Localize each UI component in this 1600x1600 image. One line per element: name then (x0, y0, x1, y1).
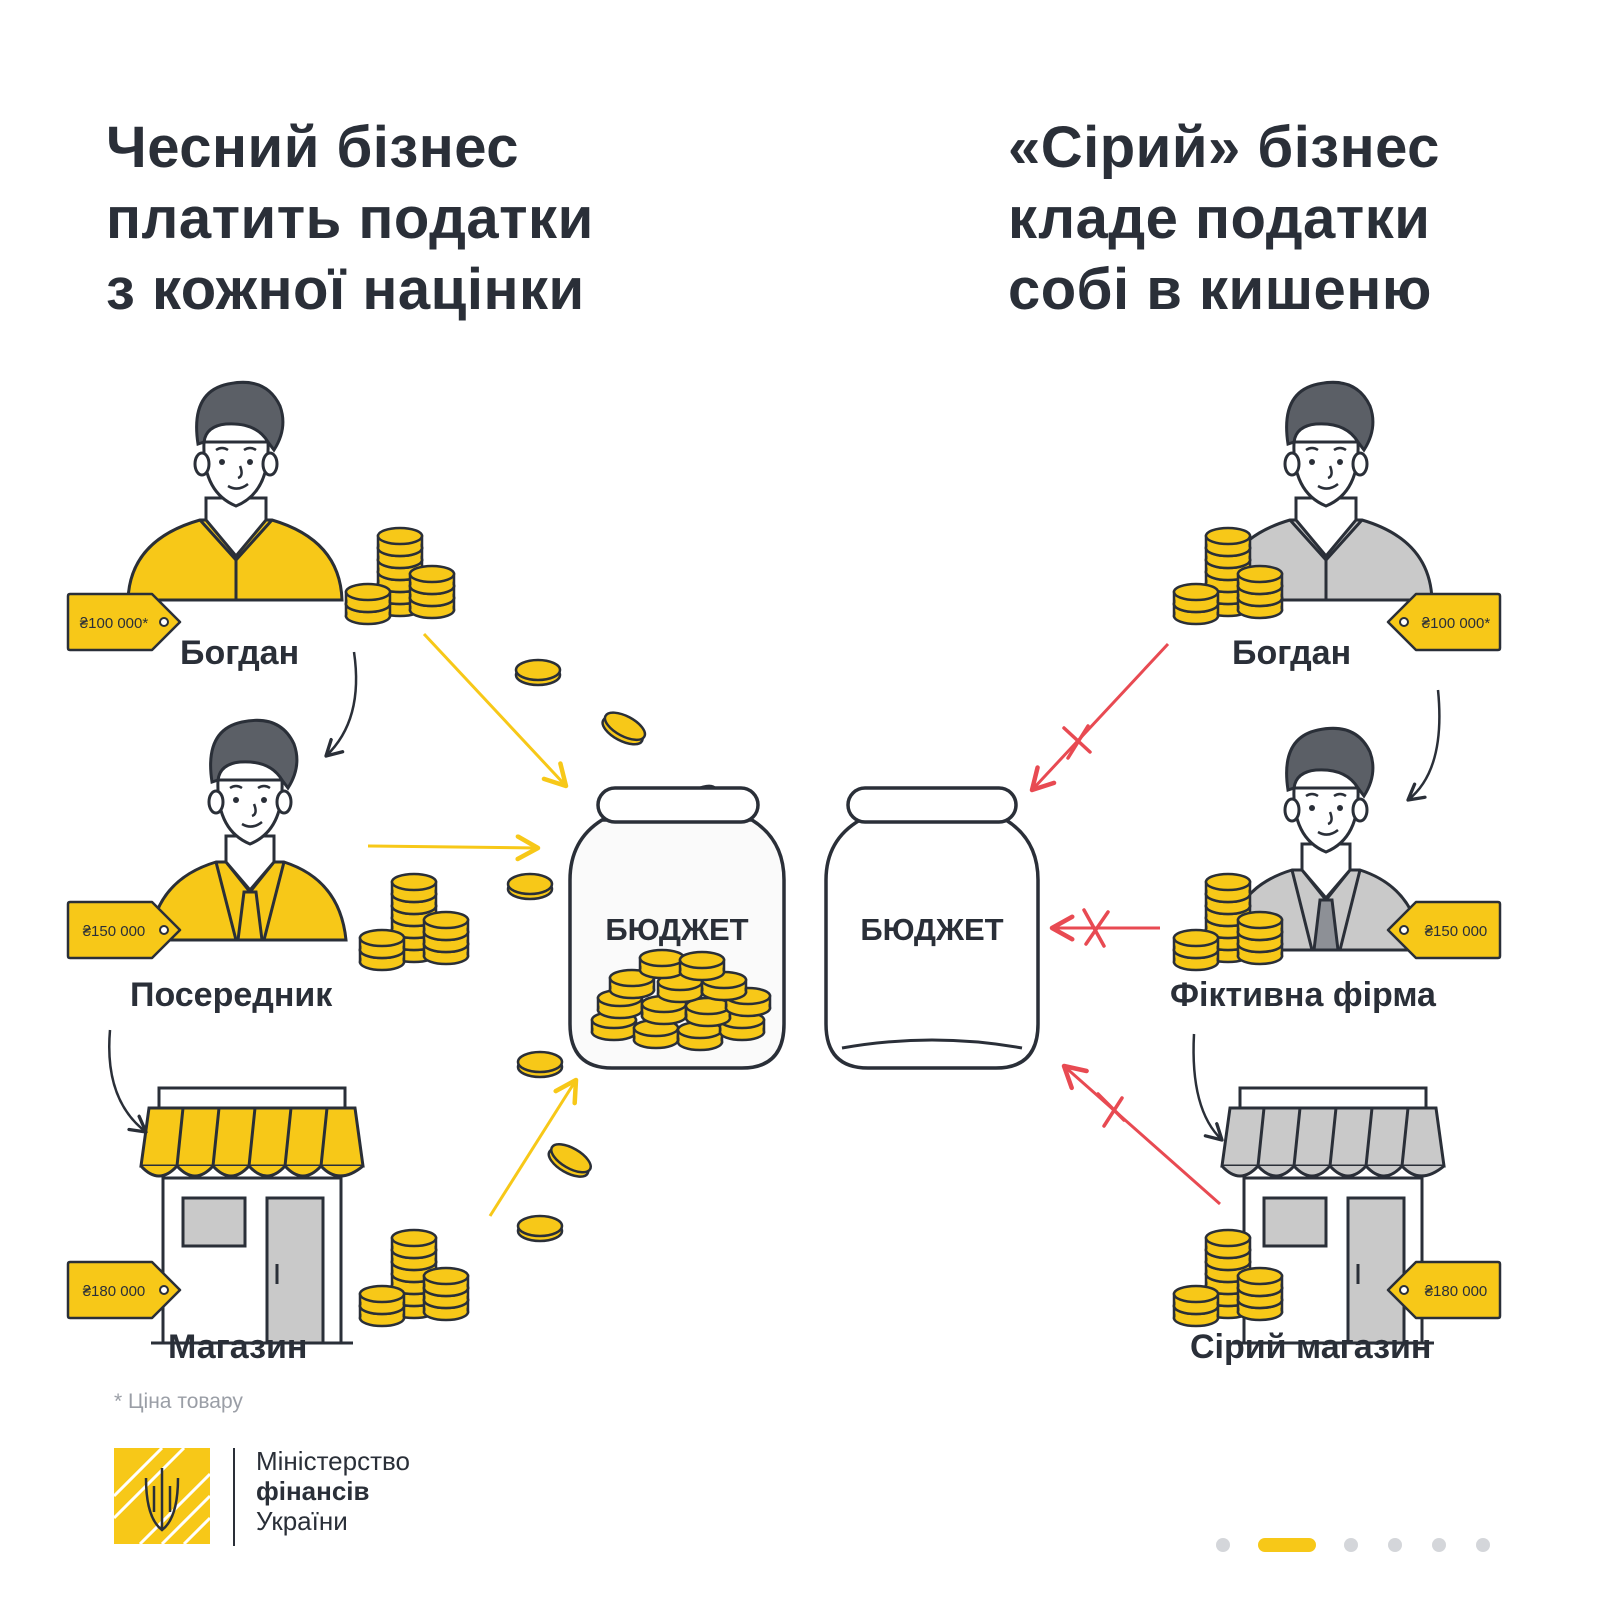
blocked-arrow-3 (1061, 1063, 1221, 1206)
honest-bohdan-figure (126, 380, 344, 602)
headline-honest: Чесний бізнес платить податки з кожної н… (106, 112, 594, 325)
flying-coin (543, 1137, 597, 1184)
honest-bohdan-price-tag: ₴100 000* (66, 592, 182, 652)
grey-shop-price: ₴180 000 (1425, 1283, 1488, 1300)
pager-dot[interactable] (1216, 1538, 1230, 1552)
headline-grey-line1: «Сірий» бізнес (1008, 115, 1440, 180)
honest-shop-label: Магазин (168, 1328, 308, 1366)
grey-fictitious-price-tag: ₴150 000 (1386, 900, 1502, 960)
honest-intermediary-price-tag: ₴150 000 (66, 900, 182, 960)
footnote: * Ціна товару (114, 1390, 243, 1413)
pager-dot[interactable] (1432, 1538, 1446, 1552)
flow-arrow-bohdan-to-intermediary (324, 651, 358, 758)
honest-bohdan-price: ₴100 000* (80, 615, 149, 632)
tax-arrow-3 (488, 1077, 579, 1217)
headline-honest-line3: з кожної націнки (106, 257, 585, 322)
flying-coin (516, 1050, 564, 1079)
flow-arrow-fictitious-to-shop (1192, 1033, 1224, 1142)
flow-arrow-intermediary-to-shop (108, 1029, 148, 1134)
flying-coin (514, 658, 562, 687)
headline-grey-line2: кладе податки (1008, 186, 1431, 251)
ministry-line2: фінансів (256, 1476, 370, 1506)
tax-arrow-1 (422, 632, 569, 789)
grey-shop-figure (1220, 1086, 1446, 1345)
honest-shop-figure (139, 1086, 365, 1345)
flying-coin (597, 705, 651, 752)
budget-label-full: БЮДЖЕТ (605, 912, 748, 947)
blocked-arrow-2 (1049, 908, 1160, 948)
headline-grey: «Сірий» бізнес кладе податки собі в кише… (1008, 112, 1440, 325)
honest-intermediary-label: Посередник (130, 976, 333, 1014)
blocked-arrow-1 (1029, 642, 1170, 793)
grey-bohdan-label: Богдан (1232, 634, 1352, 672)
honest-intermediary-figure (148, 718, 348, 942)
tax-arrow-2 (367, 834, 541, 862)
flying-coin (506, 872, 554, 901)
grey-shop-label: Сірий магазин (1190, 1328, 1432, 1366)
honest-coins-1 (346, 528, 454, 624)
grey-bohdan-price: ₴100 000* (1422, 615, 1491, 632)
pager-dot[interactable] (1388, 1538, 1402, 1552)
ministry-logo-icon (112, 1446, 235, 1546)
grey-fictitious-price: ₴150 000 (1425, 923, 1488, 940)
headline-honest-line2: платить податки (106, 186, 594, 251)
honest-bohdan-label: Богдан (180, 634, 300, 672)
budget-jar-empty: БЮДЖЕТ (824, 786, 1040, 1070)
grey-fictitious-label: Фіктивна фірма (1170, 976, 1436, 1014)
honest-shop-price: ₴180 000 (83, 1283, 146, 1300)
grey-shop-price-tag: ₴180 000 (1386, 1260, 1502, 1320)
honest-shop-price-tag: ₴180 000 (66, 1260, 182, 1320)
headline-grey-line3: собі в кишеню (1008, 257, 1432, 322)
ministry-name: Міністерство фінансів України (256, 1446, 410, 1536)
honest-coins-2 (360, 874, 468, 970)
ministry-line3: України (256, 1506, 348, 1536)
headline-honest-line1: Чесний бізнес (106, 115, 520, 180)
pager-dot[interactable] (1344, 1538, 1358, 1552)
honest-intermediary-price: ₴150 000 (83, 923, 146, 940)
ministry-line1: Міністерство (256, 1446, 410, 1476)
honest-coins-3 (360, 1230, 468, 1326)
flow-arrow-bohdan-to-fictitious (1406, 689, 1441, 802)
pager-dot-active[interactable] (1258, 1538, 1316, 1552)
pager-dot[interactable] (1476, 1538, 1490, 1552)
flying-coin (516, 1214, 564, 1243)
budget-jar-full: БЮДЖЕТ (568, 786, 786, 1070)
budget-label-empty: БЮДЖЕТ (860, 912, 1003, 947)
grey-bohdan-price-tag: ₴100 000* (1386, 592, 1502, 652)
